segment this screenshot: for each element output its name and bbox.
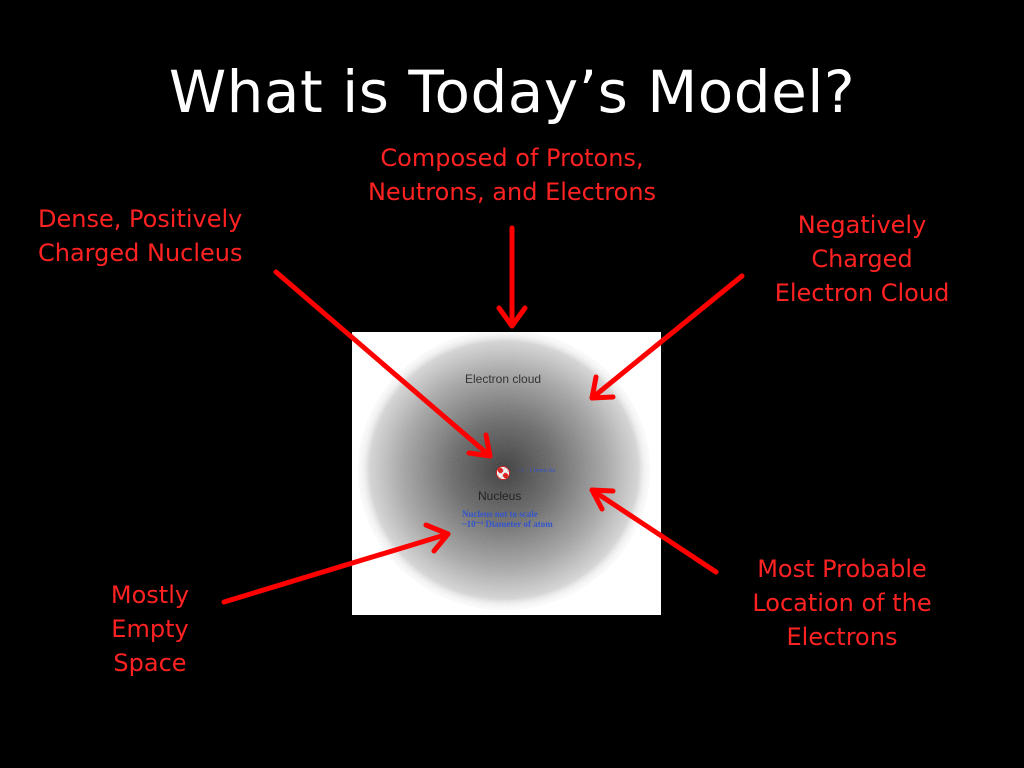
label-empty-space-line-1: Mostly [110,581,190,609]
label-composition-line-2: Neutrons, and Electrons [367,178,657,206]
label-dense-nucleus: Dense, Positively Charged Nucleus [38,202,278,270]
label-electron-cloud: Negatively Charged Electron Cloud [752,208,972,310]
label-empty-space-line-3: Space [113,649,187,677]
label-electron-cloud-line-1: Negatively [797,211,927,239]
figure-nucleus-label: Nucleus [478,489,522,503]
label-electron-cloud-line-3: Electron Cloud [774,279,950,307]
arrow-composition [496,225,528,329]
slide-title: What is Today’s Model? [168,58,856,126]
label-electron-cloud-line-2: Charged [811,245,913,273]
label-empty-space: Mostly Empty Space [90,578,210,680]
figure-not-to-scale-note: Nucleus not to scale ~10⁻⁴ Diameter of a… [462,509,553,529]
arrow-empty-space [221,522,451,605]
label-probable-location-line-3: Electrons [786,623,898,651]
figure-nucleus-size-note: ~1 - 1 fermi-fm [518,468,556,474]
figure-electron-cloud-label: Electron cloud [465,372,542,386]
label-dense-nucleus-line-1: Dense, Positively [38,205,243,233]
label-probable-location: Most Probable Location of the Electrons [722,552,962,654]
label-probable-location-line-2: Location of the [752,589,932,617]
label-probable-location-line-1: Most Probable [757,555,927,583]
arrow-probable-location [589,487,719,575]
label-composition: Composed of Protons, Neutrons, and Elect… [312,141,712,209]
label-empty-space-line-2: Empty [111,615,189,643]
figure-not-to-scale-line-2: ~10⁻⁴ Diameter of atom [462,519,553,529]
figure-not-to-scale-line-1: Nucleus not to scale [462,509,538,519]
nucleus-icon [496,466,510,480]
arrow-electron-cloud [589,273,745,401]
label-composition-line-1: Composed of Protons, [380,144,644,172]
arrow-nucleus [273,269,493,459]
label-dense-nucleus-line-2: Charged Nucleus [38,239,243,267]
